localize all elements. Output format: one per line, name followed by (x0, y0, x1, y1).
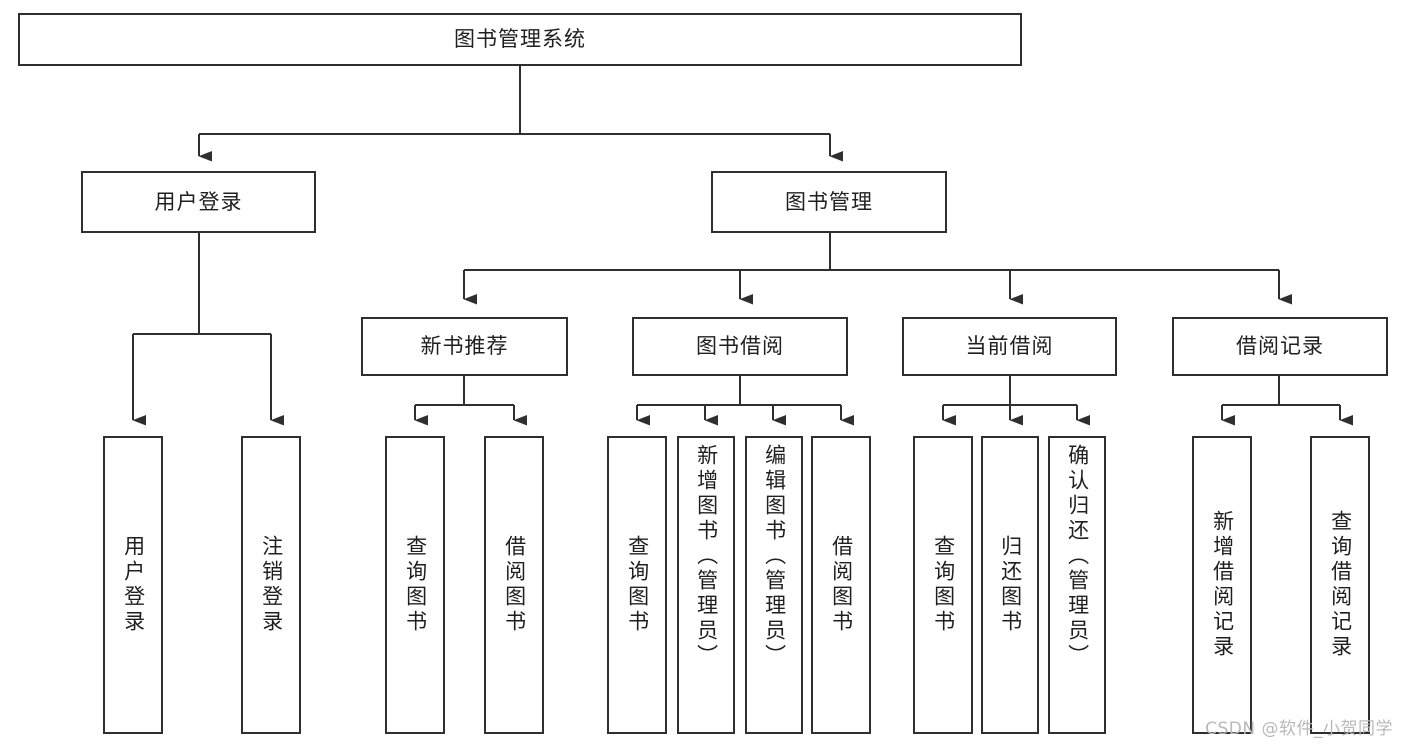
node-label: 查询图书 (931, 535, 956, 635)
node-label: 图书管理系统 (454, 27, 586, 52)
leaf-new-book-borrow-book[interactable]: 借阅图书 (484, 436, 544, 734)
node-label: 新增图书（管理员） (694, 444, 719, 669)
leaf-current-borrow-return-book[interactable]: 归还图书 (981, 436, 1039, 734)
leaf-book-borrow-add-book-admin[interactable]: 新增图书（管理员） (677, 436, 735, 734)
node-label: 用户登录 (154, 189, 243, 214)
watermark-text: CSDN @软件_小贺同学 (1205, 719, 1393, 739)
node-label: 查询图书 (625, 535, 650, 635)
node-user-login[interactable]: 用户登录 (81, 171, 316, 233)
leaf-borrow-record-add-record[interactable]: 新增借阅记录 (1192, 436, 1252, 734)
leaf-user-login-login[interactable]: 用户登录 (103, 436, 163, 734)
node-label: 确认归还（管理员） (1065, 444, 1090, 669)
node-label: 图书管理 (785, 189, 873, 214)
leaf-user-login-logout[interactable]: 注销登录 (241, 436, 301, 734)
leaf-borrow-record-query-record[interactable]: 查询借阅记录 (1310, 436, 1370, 734)
leaf-new-book-query-book[interactable]: 查询图书 (385, 436, 445, 734)
node-label: 注销登录 (259, 535, 284, 635)
node-new-book-recommend[interactable]: 新书推荐 (361, 317, 568, 376)
node-borrow-record[interactable]: 借阅记录 (1172, 317, 1388, 376)
node-book-management[interactable]: 图书管理 (711, 171, 947, 233)
node-label: 编辑图书（管理员） (762, 444, 787, 669)
leaf-current-borrow-confirm-return-admin[interactable]: 确认归还（管理员） (1048, 436, 1106, 734)
node-label: 图书借阅 (696, 334, 784, 359)
node-label: 查询图书 (403, 535, 428, 635)
node-label: 新增借阅记录 (1210, 510, 1235, 660)
node-label: 当前借阅 (965, 334, 1054, 359)
node-book-borrow[interactable]: 图书借阅 (632, 317, 848, 376)
node-label: 新书推荐 (420, 334, 509, 359)
node-label: 归还图书 (998, 535, 1023, 635)
node-label: 用户登录 (121, 535, 146, 635)
leaf-book-borrow-query-book[interactable]: 查询图书 (607, 436, 667, 734)
node-root-system[interactable]: 图书管理系统 (18, 13, 1022, 66)
leaf-current-borrow-query-book[interactable]: 查询图书 (913, 436, 973, 734)
leaf-book-borrow-borrow-book[interactable]: 借阅图书 (811, 436, 871, 734)
node-label: 借阅图书 (829, 535, 854, 635)
node-label: 借阅记录 (1236, 334, 1324, 359)
node-label: 查询借阅记录 (1328, 510, 1353, 660)
leaf-book-borrow-edit-book-admin[interactable]: 编辑图书（管理员） (745, 436, 803, 734)
node-current-borrow[interactable]: 当前借阅 (902, 317, 1117, 376)
node-label: 借阅图书 (502, 535, 527, 635)
